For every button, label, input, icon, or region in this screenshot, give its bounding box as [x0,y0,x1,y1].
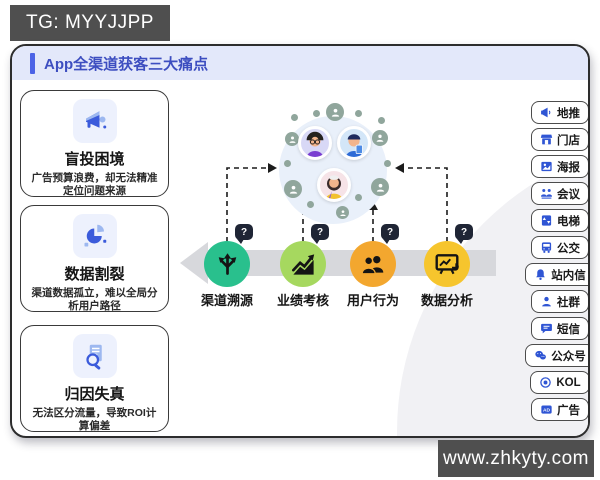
main-card: App全渠道获客三大痛点 [10,44,590,438]
branch-arrows-icon [218,252,236,275]
channel-label: 会议 [557,188,580,201]
step-circle-data-analysis [424,241,470,287]
channel-button-poster[interactable]: 海报 [531,155,588,178]
card-header: App全渠道获客三大痛点 [12,46,588,80]
person-dot-icon [336,206,349,219]
question-mark: ? [240,226,248,238]
decorative-dot [384,160,391,167]
channel-button-store[interactable]: 门店 [531,128,588,151]
question-bubble: ? [235,224,253,244]
megaphone-3d-icon [72,99,117,143]
pain-point-desc: 无法区分流量，导致ROI计算偏差 [32,407,157,433]
pain-point-card-data-silo: 数据割裂 渠道数据孤立，难以全局分析用户路径 [20,205,169,312]
avatar-woman [317,168,351,202]
channel-button-sms[interactable]: 短信 [531,317,588,340]
channel-label: KOL [556,376,581,389]
bottom-watermark-text: www.zhkyty.com [442,447,589,469]
channel-list: 地推 门店 海报 会议 电梯 公交 [520,101,588,421]
decorative-dot [355,110,362,117]
channel-button-inbox-message[interactable]: 站内信 [525,263,588,286]
meeting-icon [541,189,552,199]
channel-button-bus[interactable]: 公交 [531,236,588,259]
broadcast-icon [540,377,552,388]
channel-button-meeting[interactable]: 会议 [531,182,588,205]
channel-label: 短信 [557,323,580,336]
arrowhead-left [395,163,404,173]
header-accent-bar [30,52,35,74]
decorative-dot [291,114,298,121]
pain-point-desc: 渠道数据孤立，难以全局分析用户路径 [31,287,158,313]
channel-label: 站内信 [551,269,586,282]
step-label: 数据分析 [420,293,473,308]
magnifier-3d-icon [72,334,117,378]
user-icon [542,296,551,307]
svg-text:AD: AD [543,408,551,414]
decorative-dot [355,194,362,201]
decorative-dot [378,117,385,124]
decorative-dot [284,160,291,167]
decorative-dot [307,201,314,208]
step-label: 用户行为 [346,293,399,308]
step-label: 渠道溯源 [200,293,253,308]
top-watermark-text: TG: MYYJJPP [26,12,154,33]
person-dot-icon [326,103,344,121]
question-mark: ? [316,226,324,238]
top-watermark-badge: TG: MYYJJPP [10,5,170,41]
broken-data-3d-icon [72,214,117,258]
channel-button-elevator[interactable]: 电梯 [531,209,588,232]
step-circle-performance [280,241,326,287]
channel-label: 电梯 [557,215,580,228]
store-icon [540,134,553,145]
avatar-man-glasses [298,126,332,160]
bottom-watermark-badge: www.zhkyty.com [438,440,594,477]
step-label: 业绩考核 [276,293,329,308]
channel-label: 社群 [557,296,580,309]
pain-point-desc: 广告预算浪费，却无法精准定位问题来源 [31,172,158,198]
pain-point-card-blind-spend: 盲投困境 广告预算浪费，却无法精准定位问题来源 [20,90,169,197]
question-mark: ? [460,226,468,238]
channel-button-community[interactable]: 社群 [531,290,588,313]
arrowhead-right [268,163,277,173]
connector-right [404,167,448,242]
bell-icon [536,269,546,281]
question-bubble: ? [381,224,399,244]
person-dot-icon [372,130,388,146]
person-dot-icon [371,178,389,196]
channel-button-ads[interactable]: AD 广告 [531,398,588,421]
analytics-board-icon [435,254,459,275]
bus-icon [541,242,552,253]
question-bubble: ? [455,224,473,244]
poster-icon [541,161,552,172]
pain-point-card-attribution: 归因失真 无法区分流量，导致ROI计算偏差 [20,325,169,432]
step-circle-channel-trace [204,241,250,287]
channel-button-ditui[interactable]: 地推 [531,101,588,124]
channel-label: 广告 [557,404,580,417]
users-icon [361,255,384,275]
wechat-icon [535,350,547,360]
elevator-icon [541,215,552,226]
step-circle-user-behavior [350,241,396,287]
person-dot-icon [284,180,302,198]
megaphone-icon [541,107,551,118]
channel-label: 公交 [557,242,580,255]
channel-label: 门店 [557,134,580,147]
ad-icon: AD [541,405,552,414]
page-title: App全渠道获客三大痛点 [44,55,209,73]
person-dot-icon [285,132,299,146]
pain-point-title: 盲投困境 [64,151,125,168]
pain-point-title: 数据割裂 [64,266,125,283]
channel-label: 地推 [557,107,580,120]
channel-label: 公众号 [551,350,586,363]
question-bubble: ? [311,224,329,244]
decorative-dot [313,110,320,117]
sms-icon [541,323,552,334]
trend-chart-icon [291,253,314,275]
avatar-man-tablet [337,126,371,160]
channel-button-official-account[interactable]: 公众号 [525,344,588,367]
question-mark: ? [386,226,394,238]
channel-button-kol[interactable]: KOL [530,371,588,394]
pain-point-title: 归因失真 [64,386,125,403]
channel-label: 海报 [557,161,580,174]
